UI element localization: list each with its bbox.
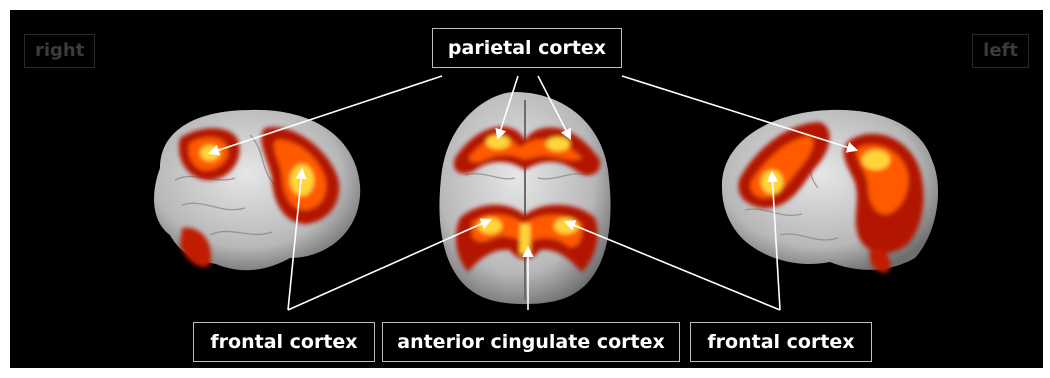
label-anterior-cingulate-cortex: anterior cingulate cortex	[382, 322, 680, 362]
hemisphere-label-left: left	[972, 34, 1029, 68]
figure-panel: right left parietal cortex frontal corte…	[10, 10, 1043, 368]
left-hemisphere-brain	[722, 110, 938, 273]
label-frontal-cortex-left: frontal cortex	[193, 322, 375, 362]
label-parietal-cortex: parietal cortex	[432, 28, 622, 68]
label-frontal-cortex-right: frontal cortex	[690, 322, 872, 362]
hemisphere-label-right: right	[24, 34, 95, 68]
right-hemisphere-brain	[154, 110, 360, 270]
central-brain-top-view	[439, 92, 610, 304]
